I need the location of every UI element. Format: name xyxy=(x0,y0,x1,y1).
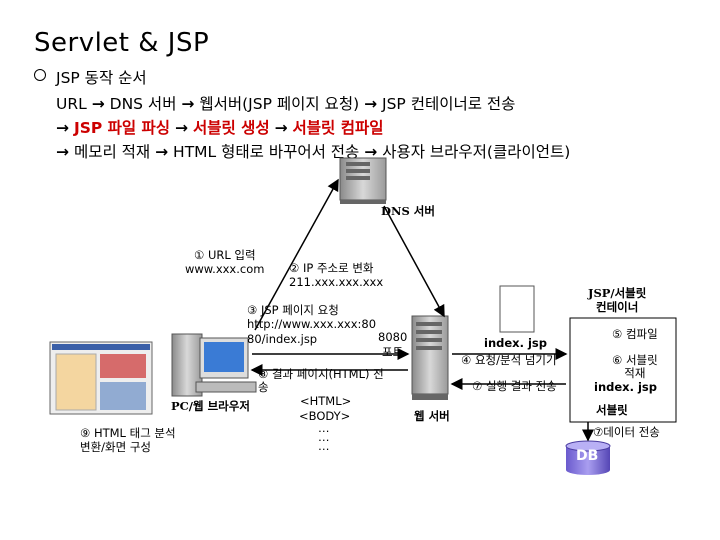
circle-bullet-icon xyxy=(34,69,46,81)
db-label: DB xyxy=(576,448,599,464)
arrow-icon: → xyxy=(175,119,188,137)
jsp-document-icon xyxy=(499,285,535,333)
step5-label: ⑤ 컴파일 xyxy=(612,327,658,341)
flow-line-2: → JSP 파일 파싱 → 서블릿 생성 → 서블릿 컴파일 xyxy=(56,116,383,138)
dots-2: … xyxy=(318,430,330,444)
web-server-label: 웹 서버 xyxy=(414,409,450,423)
step7-data-label: ⑦데이터 전송 xyxy=(593,425,660,439)
dots-3: … xyxy=(318,439,330,453)
step-container: JSP 컨테이너로 전송 xyxy=(382,95,516,113)
container-box xyxy=(569,317,677,423)
arrow-icon: → xyxy=(274,119,288,137)
page-title: Servlet & JSP xyxy=(34,28,210,58)
dns-server-label: DNS 서버 xyxy=(381,204,435,218)
step4-label: ④ 요청/분석 넘기기 xyxy=(461,353,557,367)
arrow-icon: → xyxy=(56,143,69,161)
step3-label: ③ JSP 페이지 요청 xyxy=(247,303,339,317)
arrow-icon: → xyxy=(155,143,169,161)
step-html-send: HTML 형태로 바꾸어서 전송 xyxy=(173,143,360,161)
step7-exec-label: ⑦ 실행 결과 전송 xyxy=(472,379,557,393)
dns-server-icon xyxy=(339,157,387,204)
step2-label: ② IP 주소로 변화 xyxy=(289,261,374,275)
body-tag-label: <BODY> xyxy=(299,409,351,423)
step-dns: DNS 서버 xyxy=(109,95,177,113)
arrow-icon: → xyxy=(364,143,378,161)
arrow-icon: → xyxy=(56,119,69,137)
html-tag-label: <HTML> xyxy=(300,394,352,408)
database-icon xyxy=(565,440,611,475)
step3-url1: http://www.xxx.xxx:80 xyxy=(247,317,377,331)
port-label: 8080 포트 xyxy=(378,330,408,359)
step1-url: www.xxx.com xyxy=(185,262,265,276)
arrow-url-request xyxy=(254,178,339,331)
flow-line-3: → 메모리 적재 → HTML 형태로 바꾸어서 전송 → 사용자 브라우저(클… xyxy=(56,140,570,162)
client-label: PC/웹 브라우저 xyxy=(171,399,250,413)
step2-ip: 211.xxx.xxx.xxx xyxy=(289,275,384,289)
step3-url2: 80/index.jsp xyxy=(247,332,318,346)
bullet-heading: JSP 동작 순서 xyxy=(56,69,147,87)
container-index-jsp: index. jsp xyxy=(594,380,657,394)
step-webserver: 웹서버(JSP 페이지 요청) xyxy=(199,95,360,113)
arrow-icon: → xyxy=(181,95,195,113)
container-label: JSP/서블릿 컨테이너 xyxy=(588,286,647,314)
step1-label: ① URL 입력 xyxy=(194,248,256,262)
client-pc-icon xyxy=(49,333,257,415)
step-parse: JSP 파일 파싱 xyxy=(73,119,171,137)
step6-label: ⑥ 서블릿 적재 xyxy=(612,353,658,380)
servlet-label: 서블릿 xyxy=(596,403,628,417)
step8-label: ⑧ 결과 페이지(HTML) 전 송 xyxy=(258,367,384,394)
step-servlet-create: 서블릿 생성 xyxy=(192,119,270,137)
arrow-ip-return xyxy=(383,205,445,318)
arrow-icon: → xyxy=(364,95,378,113)
step-browser: 사용자 브라우저(클라이언트) xyxy=(382,143,571,161)
step-memory: 메모리 적재 xyxy=(73,143,151,161)
arrow-icon: → xyxy=(91,95,105,113)
step-url: URL xyxy=(56,95,87,113)
flow-line-1: URL → DNS 서버 → 웹서버(JSP 페이지 요청) → JSP 컨테이… xyxy=(56,92,515,114)
dots-1: … xyxy=(318,421,330,435)
step-servlet-compile: 서블릿 컴파일 xyxy=(292,119,384,137)
step9-label: ⑨ HTML 태그 분석 변환/화면 구성 xyxy=(80,426,176,454)
index-jsp-label: index. jsp xyxy=(484,336,547,350)
web-server-icon xyxy=(411,315,449,400)
